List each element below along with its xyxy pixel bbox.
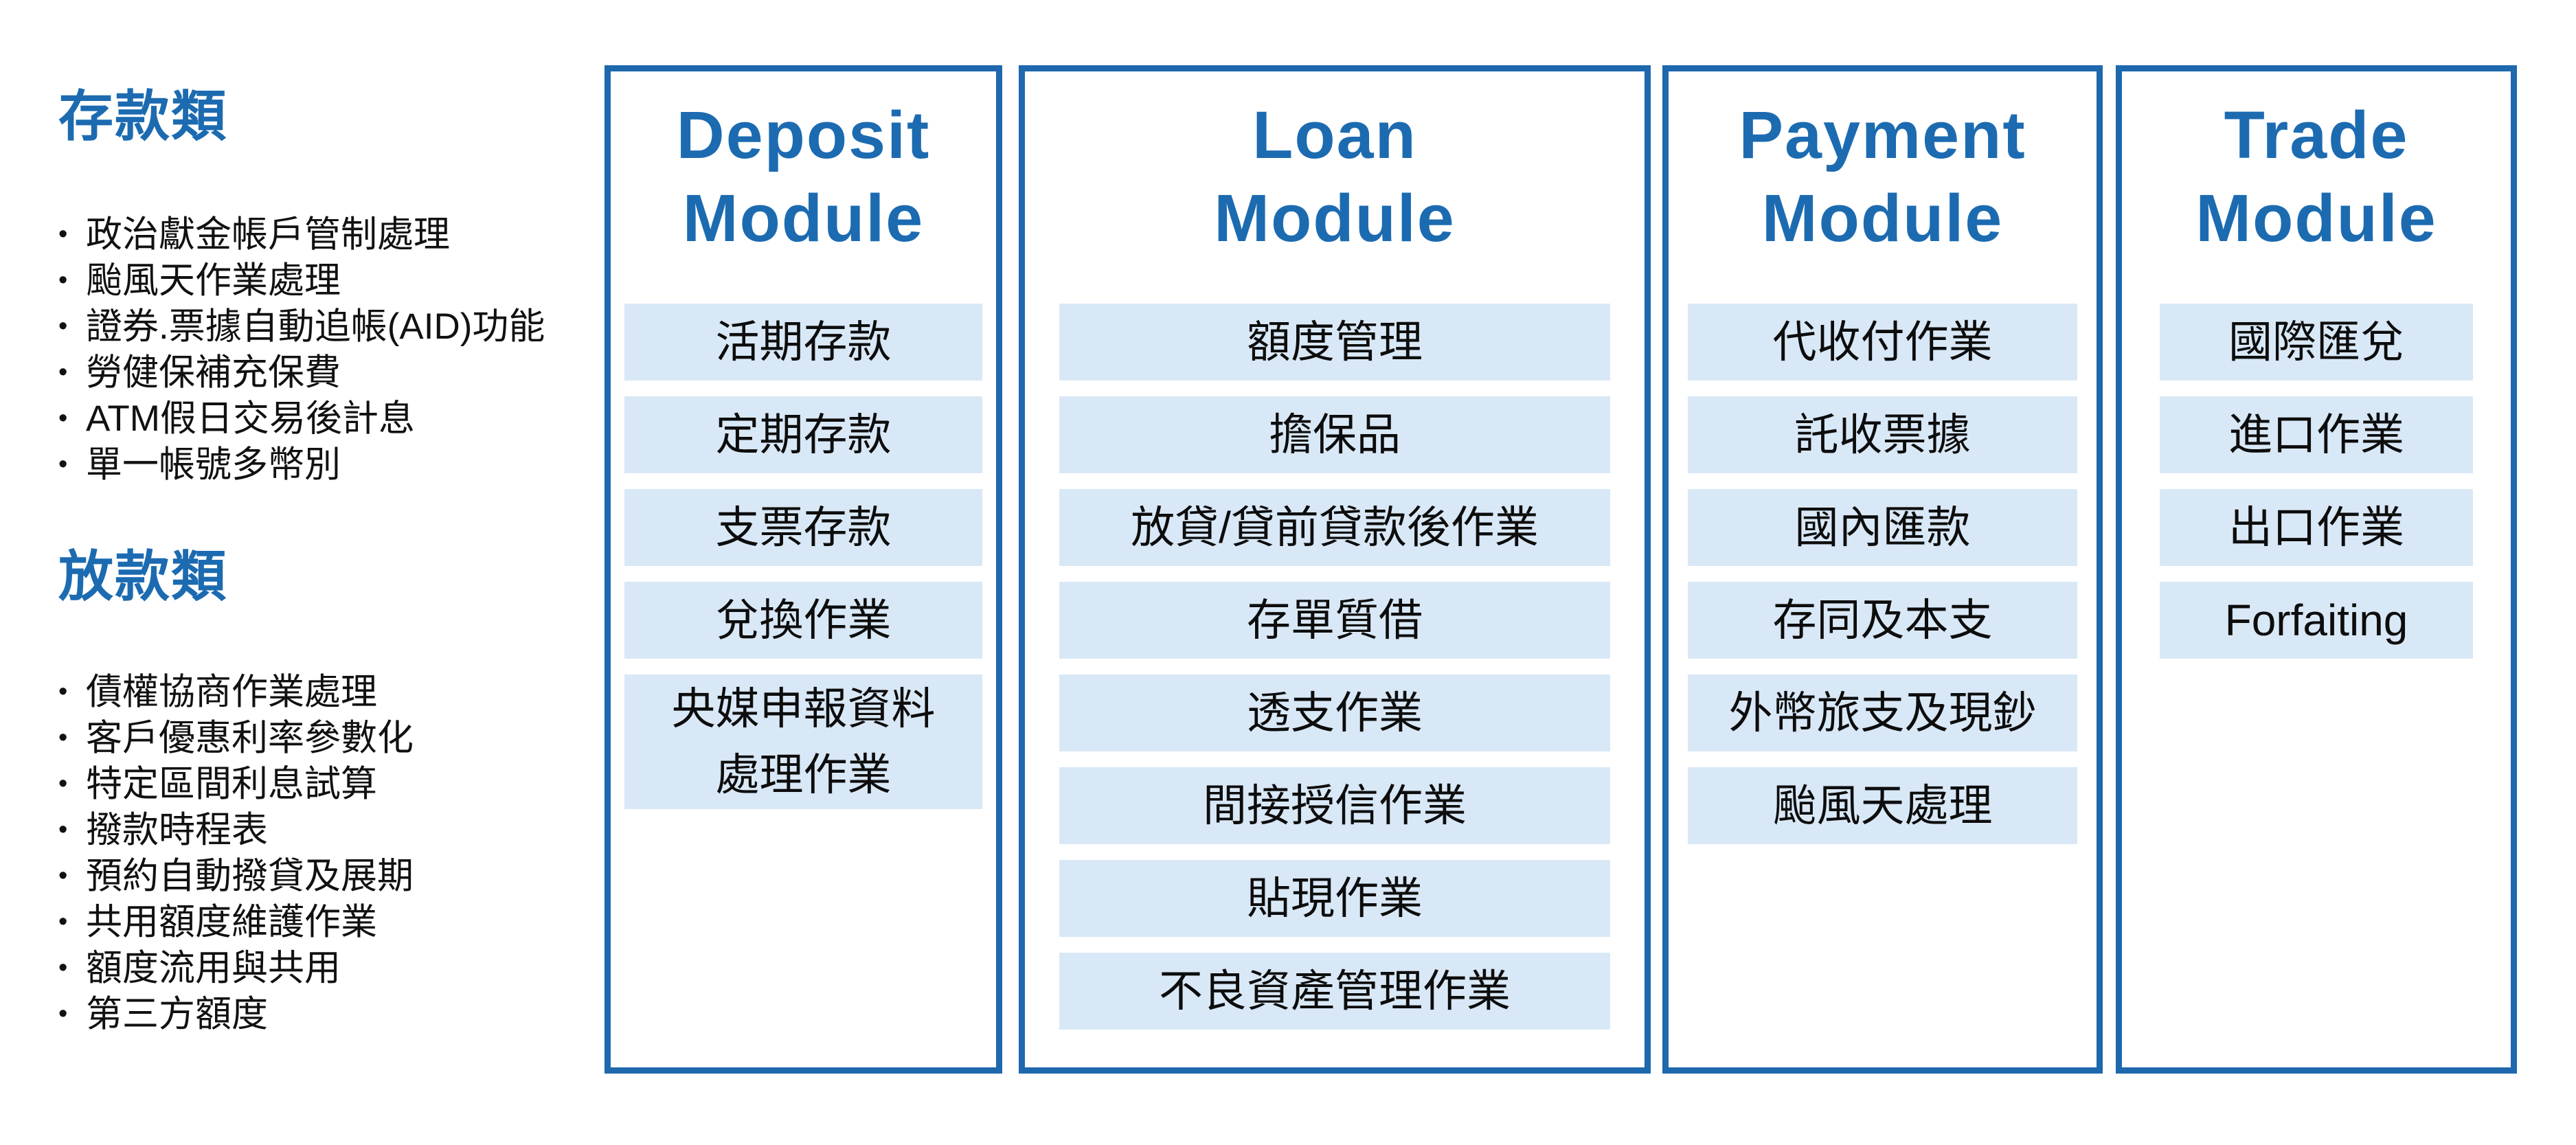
bullet-icon: •	[58, 312, 68, 341]
sidebar-item-label: 特定區間利息試算	[86, 764, 377, 804]
module-title-line2: Module	[1761, 181, 2004, 256]
sidebar-item: • 額度流用與共用	[58, 945, 608, 991]
module-item: 放貸/貸前貸款後作業	[1059, 489, 1610, 566]
module-item: 貼現作業	[1059, 860, 1610, 937]
module-item: 出口作業	[2160, 489, 2473, 566]
bullet-icon: •	[58, 907, 68, 936]
sidebar-item-label: 額度流用與共用	[86, 948, 341, 988]
module-item: 國際匯兌	[2160, 304, 2473, 381]
module-item: 颱風天處理	[1688, 767, 2077, 844]
sidebar-item: • 預約自動撥貸及展期	[58, 853, 608, 899]
module-items: 國際匯兌進口作業出口作業 Forfaiting	[2160, 304, 2473, 659]
sidebar-list: • 債權協商作業處理 • 客戶優惠利率參數化 • 特定區間利息試算 • 撥款時程表 • 預約自動撥…	[58, 669, 608, 1037]
module-item: 存同及本支	[1688, 582, 2077, 659]
sidebar-item-label: 證券.票據自動追帳(AID)功能	[86, 306, 545, 347]
sidebar-item-label: 政治獻金帳戶管制處理	[86, 214, 450, 255]
module-title-line2: Module	[1214, 181, 1456, 256]
module-title-line1: Payment	[1739, 98, 2026, 172]
sidebar-item-label: ATM假日交易後計息	[86, 398, 415, 439]
bullet-icon: •	[58, 266, 68, 295]
sidebar-item: • 勞健保補充保費	[58, 350, 608, 396]
module-item: 間接授信作業	[1059, 767, 1610, 844]
module-item: 擔保品	[1059, 396, 1610, 473]
sidebar-item: • 證券.票據自動追帳(AID)功能	[58, 304, 608, 350]
bullet-icon: •	[58, 358, 68, 387]
module-item: 額度管理	[1059, 304, 1610, 381]
sidebar-list: • 政治獻金帳戶管制處理 • 颱風天作業處理 • 證券.票據自動追帳(AID)功能 • 勞健保…	[58, 212, 608, 488]
module-title-line2: Module	[682, 181, 925, 256]
module-item: 託收票據	[1688, 396, 2077, 473]
sidebar-item-label: 勞健保補充保費	[86, 352, 341, 393]
sidebar-item: • 第三方額度	[58, 991, 608, 1037]
sidebar-item-label: 第三方額度	[86, 994, 268, 1034]
module-title-line1: Trade	[2224, 98, 2409, 172]
bullet-icon: •	[58, 769, 68, 798]
bullet-icon: •	[58, 220, 68, 249]
module-item: 存單質借	[1059, 582, 1610, 659]
sidebar-heading: 存款類	[58, 86, 227, 147]
module-item: 支票存款	[624, 489, 982, 566]
sidebar-item-label: 客戶優惠利率參數化	[86, 718, 414, 758]
bullet-icon: •	[58, 723, 68, 752]
sidebar-item: • 特定區間利息試算	[58, 761, 608, 807]
module-item: 兌換作業	[624, 582, 982, 659]
module-item: Forfaiting	[2160, 582, 2473, 659]
sidebar: 存款類•政治獻金帳戶管制處理•颱風天作業處理•證券.票據自動追帳(AID)功能•…	[58, 0, 608, 1145]
module-title-line1: Loan	[1252, 98, 1417, 172]
module-item: 活期存款	[624, 304, 982, 381]
bullet-icon: •	[58, 404, 68, 433]
sidebar-item: • 颱風天作業處理	[58, 258, 608, 304]
bullet-icon: •	[58, 861, 68, 890]
module-item: 代收付作業	[1688, 304, 2077, 381]
bullet-icon: •	[58, 815, 68, 844]
sidebar-item-label: 颱風天作業處理	[86, 260, 341, 301]
module-item: 不良資產管理作業	[1059, 953, 1610, 1030]
module-title-line1: Deposit	[676, 98, 931, 172]
sidebar-item: • 客戶優惠利率參數化	[58, 715, 608, 761]
module-items: 活期存款定期存款支票存款兌換作業央媒申報資料 處理作業	[624, 304, 982, 809]
module-title-line2: Module	[2195, 181, 2437, 256]
sidebar-item-label: 單一帳號多幣別	[86, 444, 341, 485]
module-items: 代收付作業託收票據國內匯款存同及本支外幣旅支及現鈔颱風天處理	[1688, 304, 2077, 844]
module-item: 外幣旅支及現鈔	[1688, 674, 2077, 751]
sidebar-item-label: 共用額度維護作業	[86, 902, 377, 942]
module-item: 央媒申報資料 處理作業	[624, 674, 982, 809]
module-item: 定期存款	[624, 396, 982, 473]
sidebar-item: • 政治獻金帳戶管制處理	[58, 212, 608, 258]
module-items: 額度管理擔保品放貸/貸前貸款後作業存單質借透支作業間接授信作業貼現作業不良資產管…	[1059, 304, 1610, 1030]
bullet-icon: •	[58, 999, 68, 1028]
bullet-icon: •	[58, 450, 68, 479]
module-item: 進口作業	[2160, 396, 2473, 473]
bullet-icon: •	[58, 953, 68, 982]
sidebar-heading: 放款類	[58, 546, 227, 607]
bullet-icon: •	[58, 677, 68, 706]
sidebar-item: • 撥款時程表	[58, 807, 608, 853]
sidebar-item: • ATM假日交易後計息	[58, 396, 608, 442]
sidebar-item-label: 預約自動撥貸及展期	[86, 856, 414, 896]
sidebar-item-label: 債權協商作業處理	[86, 672, 377, 712]
sidebar-item: • 單一帳號多幣別	[58, 442, 608, 488]
module-item: 透支作業	[1059, 674, 1610, 751]
sidebar-item: • 債權協商作業處理	[58, 669, 608, 715]
module-item: 國內匯款	[1688, 489, 2077, 566]
sidebar-item-label: 撥款時程表	[86, 810, 268, 850]
sidebar-item: • 共用額度維護作業	[58, 899, 608, 945]
